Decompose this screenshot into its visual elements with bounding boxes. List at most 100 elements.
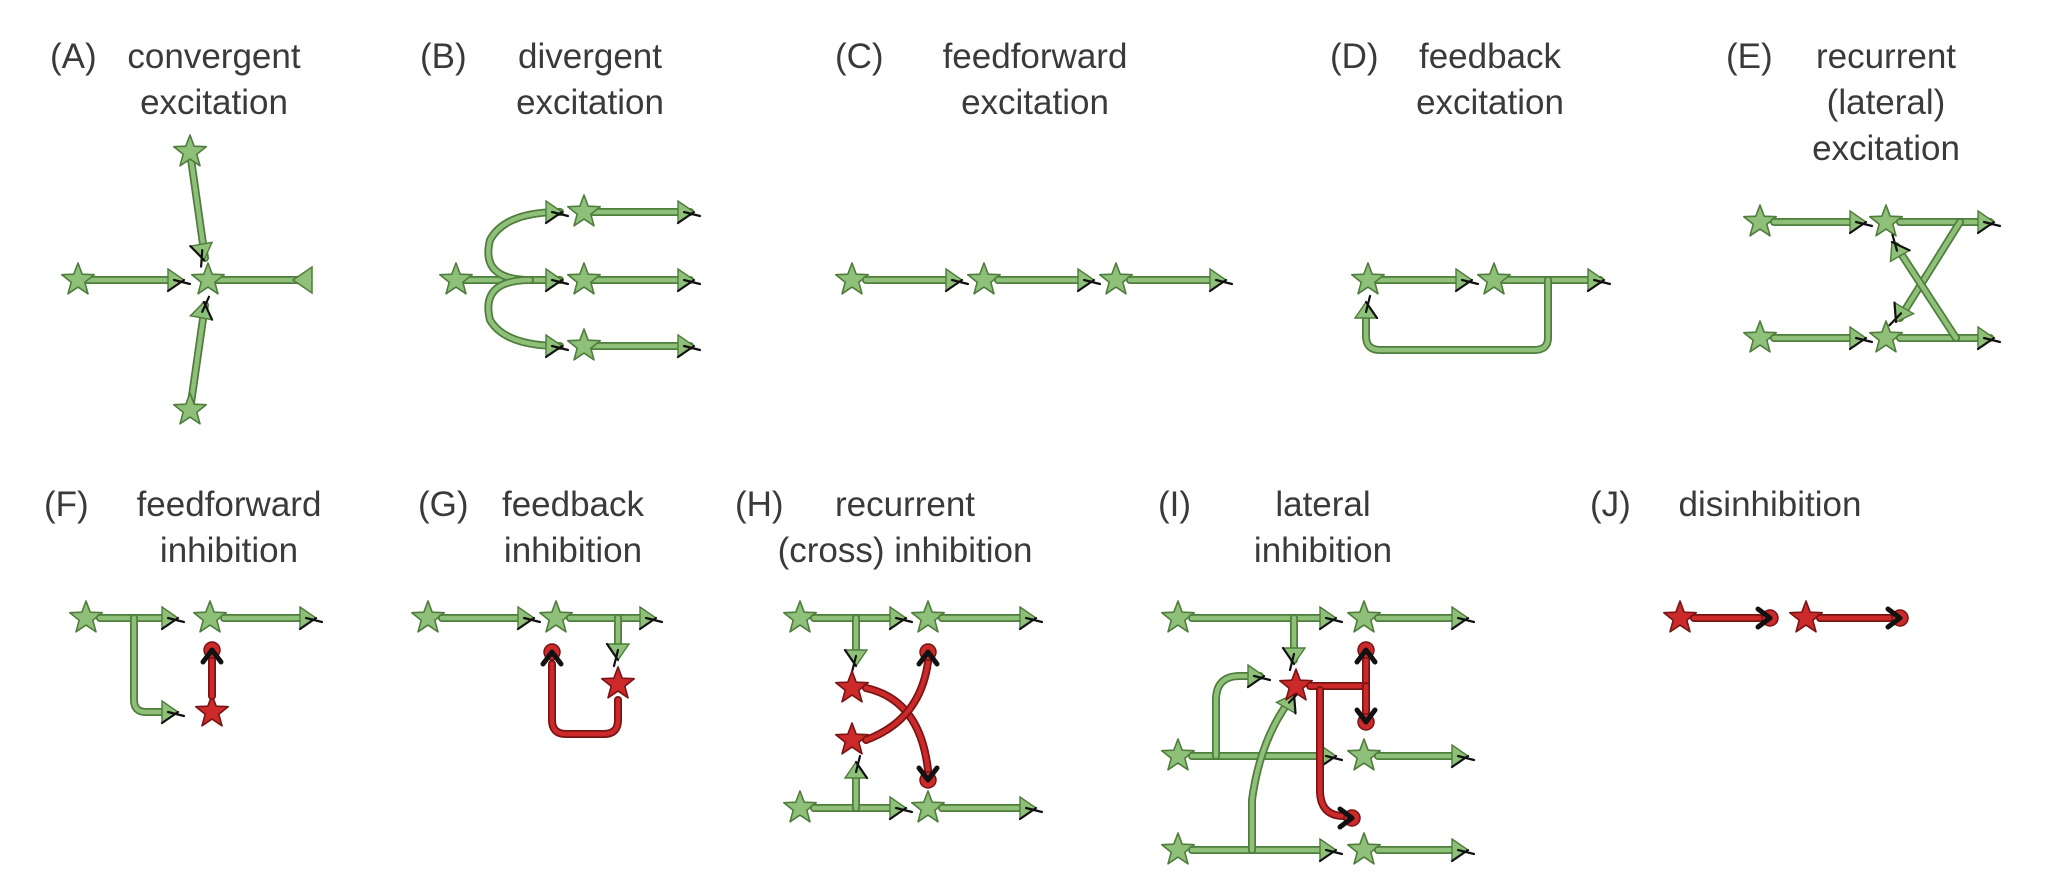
panel-f-title-line-2: inhibition: [159, 531, 299, 570]
panel-i-synapse-output-3: [1450, 848, 1476, 863]
panel-h-inhibitory-synapse-2: [916, 649, 940, 667]
panel-i-neuron-3: [1347, 832, 1381, 865]
panel-b-fiber-down: [486, 277, 563, 349]
panel-f-branch: [131, 615, 175, 715]
panel-f-neuron-principal: [193, 600, 227, 633]
panel-i-interneuron: [1279, 668, 1313, 701]
panel-h-neuron-2: [910, 790, 946, 823]
panel-c-neuron-1: [834, 262, 870, 295]
panel-b-diagram: [438, 194, 702, 361]
panel-d-synapse-2: [1586, 278, 1612, 293]
panel-i-synapse-interneuron-2: [1246, 674, 1272, 689]
panel-i-collateral-3: [1249, 697, 1293, 853]
panel-f-neuron-input: [69, 600, 103, 633]
panel-a-fiber-bottom: [187, 302, 208, 413]
panel-c-diagram: [834, 262, 1234, 295]
panel-f-label: (F): [44, 485, 89, 524]
panel-i-collateral-2-outline: [1212, 672, 1264, 760]
panel-c-title-line-2: excitation: [961, 83, 1109, 122]
panel-d-neuron-2: [1477, 262, 1511, 295]
panel-a-synapse-left: [166, 278, 192, 293]
panel-a-neuron-left: [60, 262, 95, 295]
panel-e-synapse-cross-down: [1888, 301, 1903, 327]
panel-e-synapse-output-2: [1976, 336, 2002, 351]
panel-a-neuron-top: [173, 134, 207, 167]
panel-f-title-line-1: feedforward: [136, 485, 322, 524]
panel-h-synapse-output-1: [1018, 616, 1044, 631]
panel-e-synapse-input-2: [1848, 336, 1874, 351]
panel-g-synapse-interneuron: [605, 642, 620, 668]
panel-g-diagram: [410, 600, 664, 738]
panel-i-synapse-output-2: [1450, 754, 1476, 769]
panel-i-label: (I): [1158, 485, 1192, 524]
panel-b-synapse-out-3: [676, 344, 702, 359]
panel-g-synapse-output: [638, 616, 664, 631]
panel-c-neuron-3: [1099, 262, 1133, 295]
panel-h-synapse-interneuron-2: [854, 754, 869, 780]
panel-e-synapse-cross-up: [1890, 233, 1911, 252]
panel-e-synapse-output-1: [1976, 220, 2002, 235]
panel-j-title-line-1: disinhibition: [1678, 485, 1862, 524]
panel-i-neuron-1: [1347, 600, 1381, 633]
panel-i-synapse-interneuron-1: [1281, 646, 1296, 672]
panel-e-neuron-input-1: [1743, 204, 1777, 237]
panel-d-feedback-loop: [1363, 277, 1551, 353]
panel-d-title-line-2: excitation: [1416, 83, 1564, 122]
panel-h-title-line-1: recurrent: [834, 485, 976, 524]
panel-e-label: (E): [1726, 37, 1773, 76]
panel-i-diagram: [1161, 600, 1476, 865]
panel-g-title-line-1: feedback: [501, 485, 645, 524]
panel-h-synapse-input-2: [888, 806, 914, 821]
panel-d-synapse-feedback: [1364, 294, 1379, 320]
panel-a-synapse-top: [189, 245, 206, 268]
panel-g-inhibitory-axon-outline: [548, 660, 622, 738]
panel-d-neuron-1: [1351, 262, 1385, 295]
panel-e-neuron-1: [1869, 204, 1903, 237]
panel-c-synapse-2: [1076, 278, 1102, 293]
panel-c-neuron-2: [966, 262, 1002, 295]
panel-j-interneuron-1: [1663, 600, 1697, 633]
panel-b-fiber-up: [486, 209, 563, 283]
panel-f-branch-outline: [130, 614, 176, 716]
panel-i-neuron-2: [1347, 738, 1381, 771]
panel-b-synapse-in-2: [544, 278, 570, 293]
panel-j-inhibitory-synapse-1: [1755, 606, 1773, 630]
panel-a-fiber-top: [187, 149, 208, 261]
panel-e-diagram: [1743, 204, 2002, 353]
panel-g-label: (G): [418, 485, 469, 524]
panel-f-synapse-output: [298, 616, 324, 631]
panel-b-fiber-up-outline: [484, 208, 564, 284]
panel-c-synapse-1: [944, 278, 970, 293]
panel-e-cross-up: [1893, 243, 1959, 341]
panel-h-diagram: [782, 600, 1044, 823]
panel-a-right-terminal: [291, 265, 313, 295]
panel-i-synapse-output-1: [1450, 616, 1476, 631]
panel-f-inhibitory-synapse: [200, 647, 224, 665]
panel-i-neuron-input-1: [1161, 600, 1195, 633]
panel-g-interneuron: [600, 666, 636, 699]
panel-h-interneuron-1: [834, 670, 870, 703]
panel-b-synapse-out-1: [676, 210, 702, 225]
panel-f-synapse-interneuron: [160, 710, 186, 725]
panel-i-title-line-2: inhibition: [1253, 531, 1393, 570]
panel-h-neuron-input-2: [782, 790, 818, 823]
panel-a-neuron-center: [191, 262, 225, 295]
panel-h-label: (H): [735, 485, 784, 524]
panel-i-neuron-input-2: [1161, 738, 1195, 771]
panel-i-synapse-input-1: [1318, 616, 1344, 631]
panel-f-interneuron: [195, 694, 229, 727]
panel-a-diagram: [60, 134, 313, 425]
panel-g-inhibitory-synapse: [540, 649, 564, 667]
panel-d-synapse-1: [1454, 278, 1480, 293]
panel-e-neuron-2: [1869, 320, 1903, 353]
panel-d-diagram: [1351, 262, 1612, 354]
panel-e-title-line-1: recurrent: [1815, 37, 1957, 76]
panel-h-neuron-input-1: [782, 600, 818, 633]
panel-f-synapse-principal: [160, 616, 186, 631]
panel-e-title-line-2: (lateral): [1826, 83, 1946, 122]
panel-i-inhibitory-axon-3: [1317, 687, 1347, 819]
panel-j-inhibitory-synapse-2: [1885, 606, 1903, 630]
panel-b-synapse-in-1: [544, 210, 570, 225]
panel-h-synapse-input-1: [888, 616, 914, 631]
